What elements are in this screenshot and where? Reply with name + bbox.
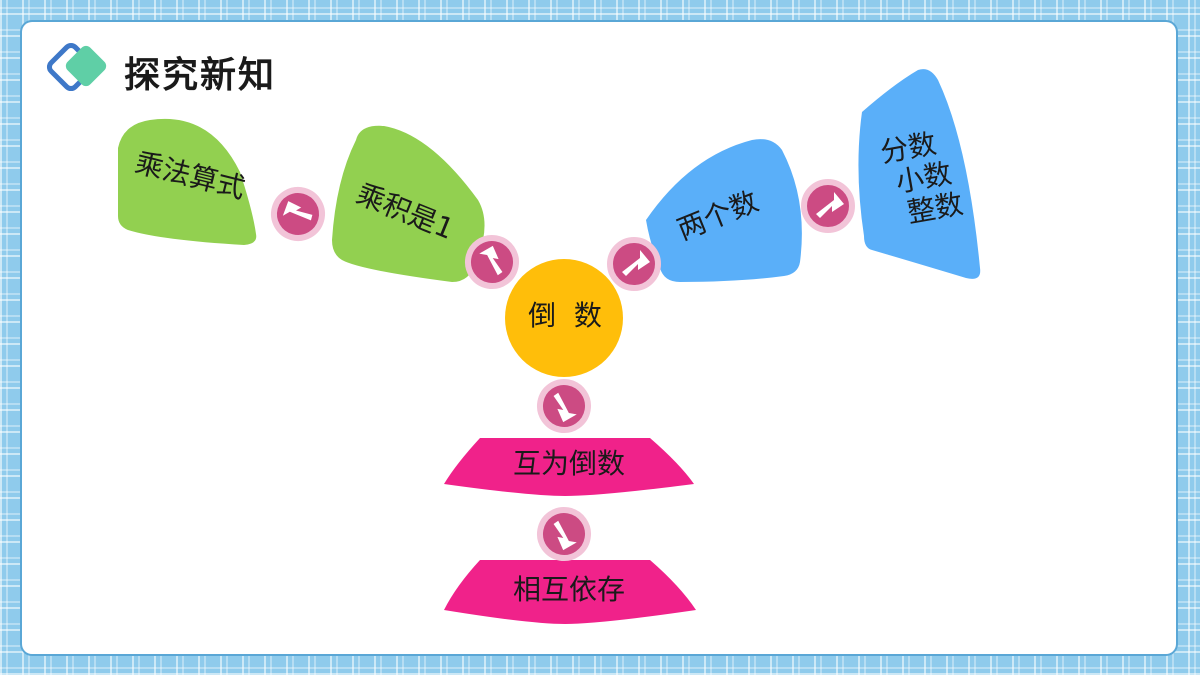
arrow-down-upper-icon xyxy=(536,378,592,434)
shape-mutual-reciprocal xyxy=(444,438,694,496)
label-center: 倒 数 xyxy=(528,299,602,332)
shape-mult-expr xyxy=(118,118,257,245)
shape-product-one xyxy=(332,125,485,283)
shape-two-numbers xyxy=(646,139,802,282)
label-interdependent: 相互依存 xyxy=(512,573,625,606)
arrow-right-outer-icon xyxy=(804,182,852,230)
arrow-down-lower-icon xyxy=(536,506,592,562)
label-mutual-reciprocal: 互为倒数 xyxy=(512,447,625,480)
shape-interdependent xyxy=(444,560,696,624)
page-title: 探究新知 xyxy=(124,55,277,96)
arrow-up-right-icon xyxy=(610,240,658,288)
center-node xyxy=(505,259,623,377)
diamond-logo-icon xyxy=(46,42,107,92)
shape-number-types xyxy=(858,69,981,279)
arrow-left-outer-icon xyxy=(265,181,331,247)
label-number-types: 分数 小数 整数 xyxy=(864,125,966,235)
